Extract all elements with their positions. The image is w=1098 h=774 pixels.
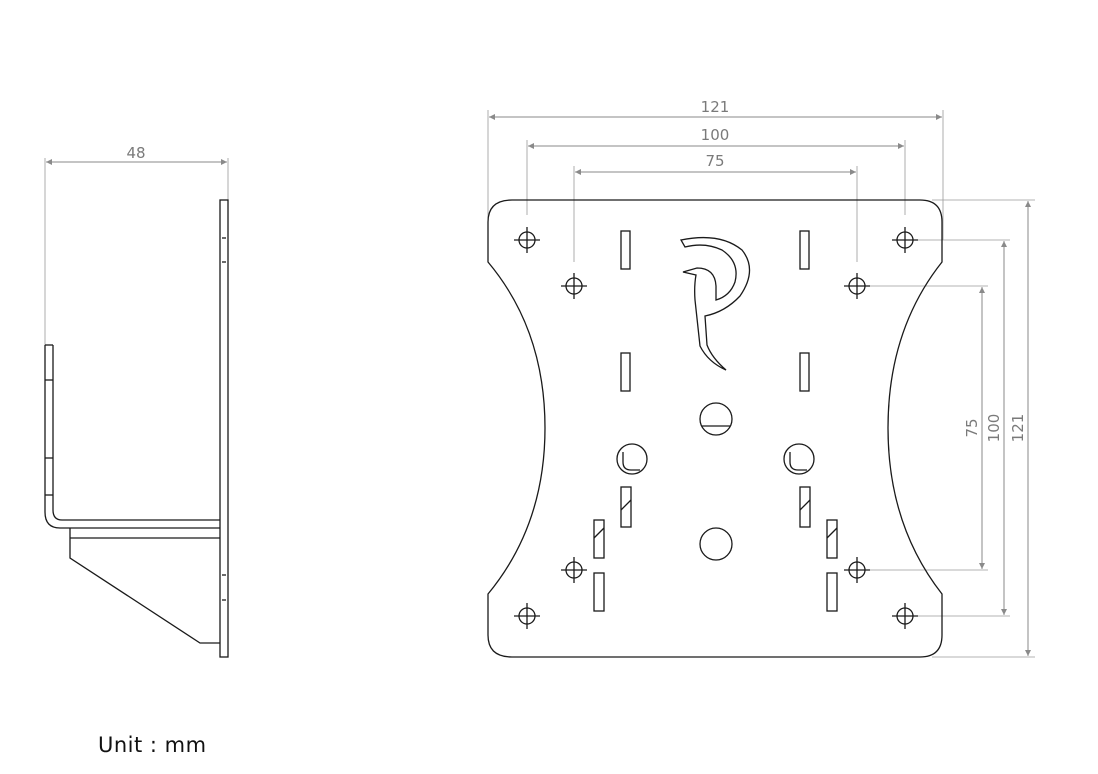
logo-p-mark (679, 236, 751, 371)
bracket-inner-edge (52, 345, 220, 521)
mounting-hole (844, 557, 870, 583)
dim-label-121-right: 121 (1009, 414, 1027, 443)
unit-label: Unit : mm (98, 733, 207, 757)
mounting-hole (892, 603, 918, 629)
vertical-plate (219, 199, 229, 658)
keyhole-right (783, 443, 815, 475)
lower-slot-right (826, 519, 838, 559)
dim-label-100-top: 100 (701, 126, 730, 144)
mounting-hole (561, 557, 587, 583)
dim-label-121-top: 121 (701, 98, 730, 116)
dim-label-100-right: 100 (985, 414, 1003, 443)
mounting-hole (844, 273, 870, 299)
mounting-hole (514, 603, 540, 629)
slot (620, 352, 631, 392)
slot (799, 230, 810, 270)
mounting-hole (561, 273, 587, 299)
gusset (69, 528, 220, 644)
lower-slot-left-2 (593, 572, 605, 612)
mounting-hole (892, 227, 918, 253)
keyhole-left (616, 443, 648, 475)
lower-slot-right-2 (826, 572, 838, 612)
slot (620, 230, 631, 270)
slot (799, 352, 810, 392)
plate-outline (487, 199, 943, 658)
side-view: 48 (44, 144, 229, 658)
lower-slot-left (593, 519, 605, 559)
dim-label-75-right: 75 (963, 418, 981, 437)
width-dimension-label: 48 (126, 144, 145, 162)
center-hole-lower (699, 527, 733, 561)
small-slot-right (799, 486, 811, 528)
center-hole-upper (699, 402, 733, 436)
dim-label-75-top: 75 (705, 152, 724, 170)
bracket-outer-edge (44, 345, 220, 529)
front-view: 121 100 75 121 100 75 (487, 98, 1035, 658)
mounting-hole (514, 227, 540, 253)
small-slot-left (620, 486, 632, 528)
